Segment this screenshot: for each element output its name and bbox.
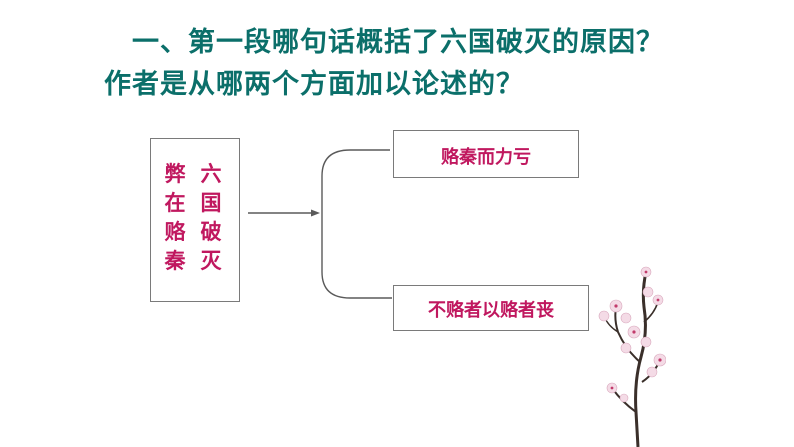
question-line-2: 作者是从哪两个方面加以论述的？ — [104, 69, 524, 100]
bracket — [321, 149, 392, 299]
arrow-head — [311, 209, 320, 217]
aspect-box-bottom: 不赂者以赂者丧 — [393, 285, 589, 331]
aspect-box-top: 赂秦而力亏 — [393, 130, 579, 178]
cause-column-right: 六国破灭 — [200, 161, 222, 273]
plum-blossom-branch-icon — [598, 266, 666, 447]
cause-box: 弊在赂秦 六国破灭 — [150, 138, 240, 302]
question-line-1: 一、第一段哪句话概括了六国破灭的原因？ — [132, 27, 664, 58]
aspect-label-top: 赂秦而力亏 — [441, 147, 531, 168]
cause-column-left: 弊在赂秦 — [164, 161, 186, 273]
aspect-label-bottom: 不赂者以赂者丧 — [428, 300, 554, 321]
